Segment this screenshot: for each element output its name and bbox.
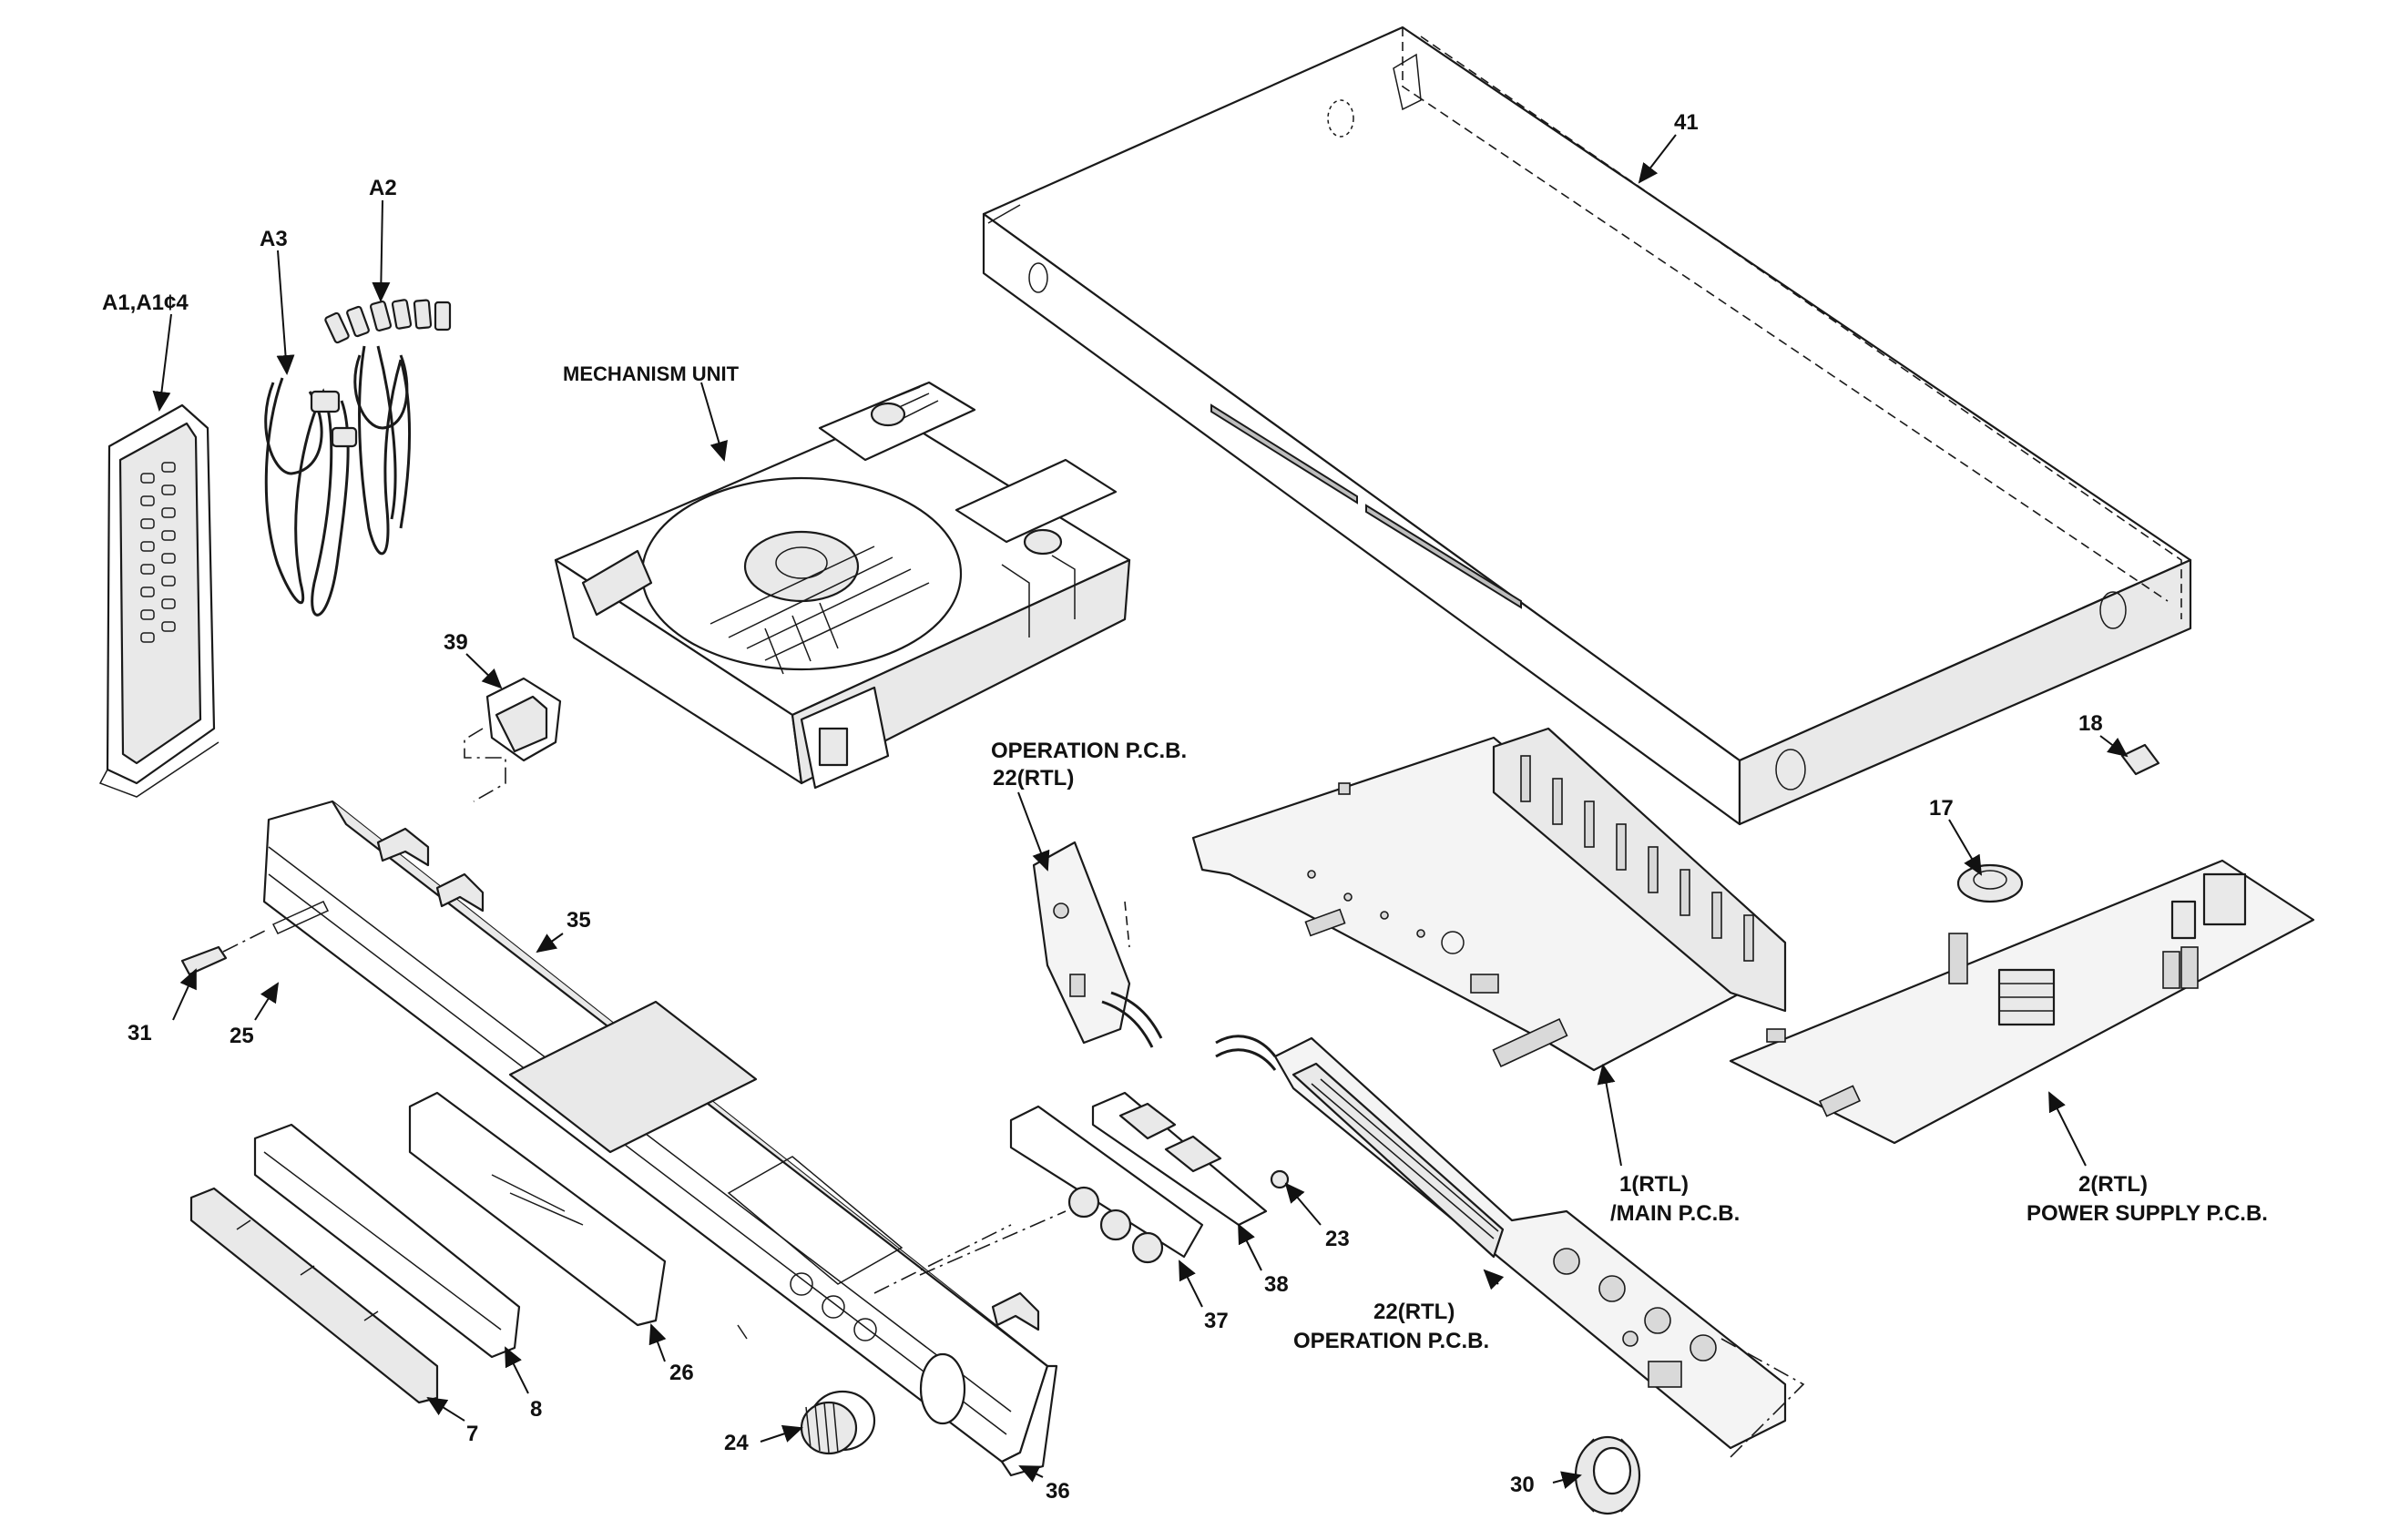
operation-pcb-upper [1032, 841, 1163, 1048]
label-35: 35 [567, 908, 591, 933]
small-part-18 [2120, 743, 2160, 776]
callout-labels: 41 A1,A1¢4 A3 A2 MECHANISM UNIT 39 OPERA… [102, 110, 2268, 1504]
small-bracket-39 [464, 677, 562, 802]
mechanism-unit [554, 381, 1131, 790]
display-window-26 [408, 1091, 667, 1327]
label-main-pcb: /MAIN P.C.B. [1610, 1201, 1740, 1226]
label-1-rtl: 1(RTL) [1619, 1172, 1689, 1197]
label-41: 41 [1674, 110, 1699, 135]
remote-control-A1 [98, 403, 220, 798]
speaker-part-17 [1956, 863, 2024, 903]
label-A1: A1,A1¢4 [102, 291, 189, 315]
door-part-7 [189, 1187, 439, 1404]
label-36: 36 [1046, 1479, 1070, 1504]
label-26: 26 [669, 1361, 694, 1385]
label-23: 23 [1325, 1227, 1350, 1251]
button-bracket-38 [1091, 1091, 1268, 1227]
label-37: 37 [1204, 1309, 1229, 1333]
assembly-lines [873, 901, 1805, 1458]
label-39: 39 [444, 630, 468, 655]
button-bracket-37 [1009, 1105, 1204, 1264]
label-operation-pcb-lower: OPERATION P.C.B. [1293, 1329, 1489, 1353]
knob-24 [800, 1390, 876, 1455]
label-25: 25 [230, 1024, 254, 1048]
label-24: 24 [724, 1431, 749, 1455]
small-part-23 [1270, 1169, 1290, 1189]
label-A3: A3 [260, 227, 288, 251]
label-power-supply-pcb: POWER SUPPLY P.C.B. [2027, 1201, 2268, 1226]
main-pcb [1191, 727, 1787, 1072]
label-operation-pcb-upper: OPERATION P.C.B. [991, 739, 1187, 763]
leader-lines [152, 134, 2129, 1489]
label-38: 38 [1264, 1272, 1289, 1297]
label-22-rtl-upper: 22(RTL) [993, 766, 1074, 790]
av-cable-A2 [324, 299, 452, 556]
front-panel-35 [262, 800, 1058, 1477]
label-7: 7 [466, 1422, 478, 1446]
label-A2: A2 [369, 176, 397, 200]
label-2-rtl: 2(RTL) [2078, 1172, 2148, 1197]
operation-pcb-lower [1215, 1035, 1787, 1450]
power-cord-A3 [264, 377, 358, 617]
label-17: 17 [1929, 796, 1954, 821]
label-31: 31 [128, 1021, 152, 1045]
rotary-part-30 [1574, 1435, 1641, 1515]
label-18: 18 [2078, 711, 2103, 736]
label-8: 8 [530, 1397, 542, 1422]
label-30: 30 [1510, 1473, 1535, 1497]
power-supply-pcb [1729, 859, 2315, 1145]
top-cover-41 [982, 25, 2192, 826]
label-22-rtl-lower: 22(RTL) [1373, 1300, 1455, 1324]
lens-part-31 [180, 928, 270, 976]
label-mechanism-unit: MECHANISM UNIT [563, 362, 740, 385]
